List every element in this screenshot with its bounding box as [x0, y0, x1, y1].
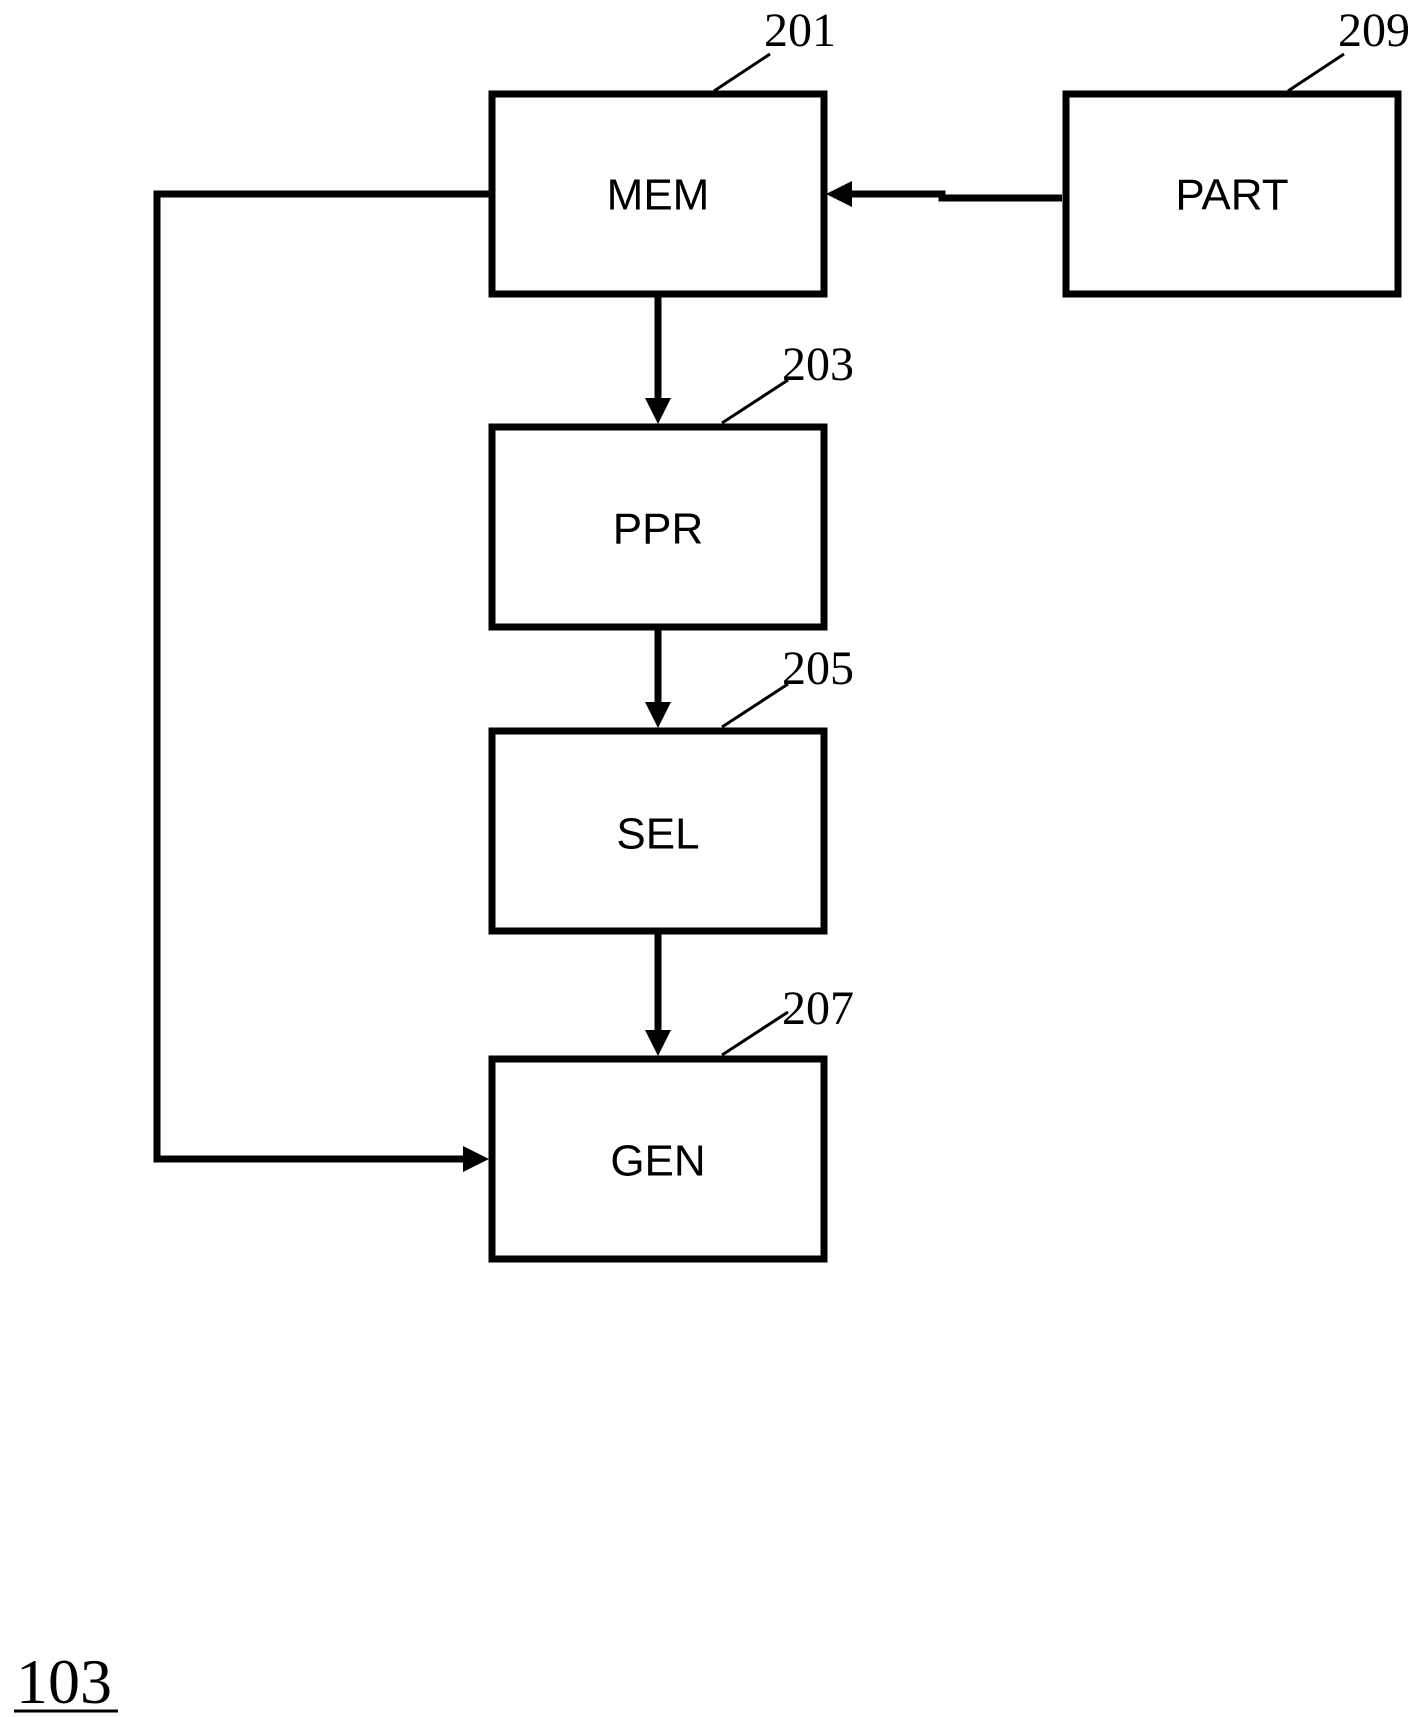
sel-ref: 205: [721, 642, 854, 729]
ppr-ref: 203: [721, 338, 854, 425]
sel-ref-number: 205: [782, 642, 854, 695]
part-ref-number: 209: [1338, 4, 1410, 57]
part-ref: 209: [1287, 4, 1410, 93]
gen-label: GEN: [610, 1137, 705, 1186]
arrow-sel-to-gen: [645, 934, 671, 1056]
mem-label: MEM: [607, 171, 710, 220]
mem-block: MEM: [488, 90, 828, 298]
gen-ref: 207: [721, 982, 854, 1057]
part-block: PART: [1062, 90, 1402, 298]
mem-ref: 201: [713, 4, 836, 93]
figure-number: 103: [16, 1646, 112, 1717]
part-label: PART: [1175, 171, 1288, 220]
arrow-mem-to-gen-bypass: [153, 190, 489, 1172]
figure-label: 103: [14, 1646, 118, 1717]
ppr-ref-number: 203: [782, 338, 854, 391]
mem-ref-number: 201: [764, 4, 836, 57]
arrow-ppr-to-sel: [645, 630, 671, 728]
ppr-block: PPR: [488, 423, 828, 631]
arrow-mem-to-ppr: [645, 297, 671, 424]
arrow-part-to-mem: [826, 181, 1062, 207]
sel-block: SEL: [488, 727, 828, 935]
gen-ref-number: 207: [782, 982, 854, 1035]
gen-block: GEN: [488, 1055, 828, 1263]
sel-label: SEL: [616, 810, 699, 859]
ppr-label: PPR: [613, 505, 703, 554]
